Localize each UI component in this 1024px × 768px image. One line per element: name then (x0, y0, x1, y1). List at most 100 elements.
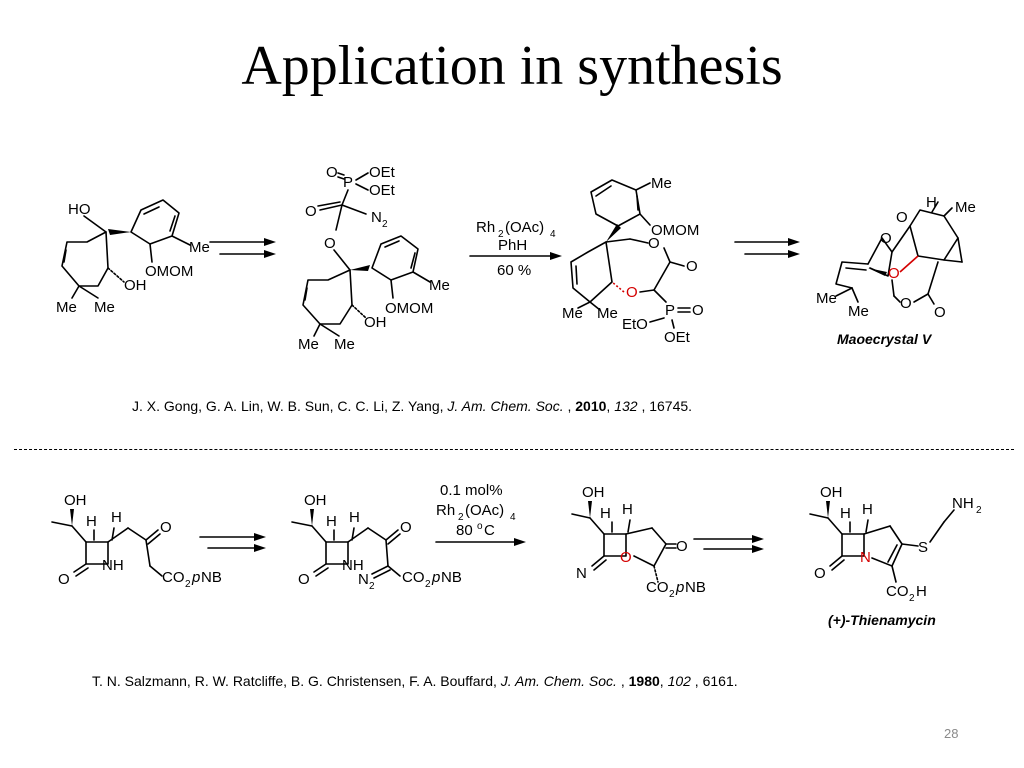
label: OEt (369, 164, 396, 181)
reference-top: J. X. Gong, G. A. Lin, W. B. Sun, C. C. … (132, 397, 692, 415)
ref-comma: , (659, 673, 668, 689)
label: P (343, 174, 353, 191)
condition: o (477, 521, 483, 532)
bottom-bicyclic-intermediate: OH H H O N O CO 2 p NB (571, 484, 706, 600)
label: O (326, 164, 338, 181)
label: O (305, 203, 317, 220)
label: 2 (669, 589, 675, 600)
ref-volume: 132 (614, 398, 638, 414)
label: H (349, 509, 360, 526)
ref-sep: , (563, 398, 576, 414)
label: NH (102, 557, 124, 574)
label: H (600, 505, 611, 522)
condition: (OAc) (505, 219, 544, 236)
label: OH (64, 492, 87, 509)
label: OH (124, 277, 147, 294)
label: O (58, 571, 70, 588)
label: NB (685, 579, 706, 596)
condition: 4 (550, 229, 556, 240)
ref-year: 1980 (628, 673, 660, 689)
ref-authors: J. X. Gong, G. A. Lin, W. B. Sun, C. C. … (132, 398, 448, 414)
label: H (326, 513, 337, 530)
condition: C (484, 522, 495, 539)
label: OMOM (651, 222, 699, 239)
label: H (86, 513, 97, 530)
label: Me (429, 277, 450, 294)
label: O (298, 571, 310, 588)
label: N (358, 571, 369, 588)
label: O (686, 258, 698, 275)
reaction-arrow (209, 238, 276, 258)
label: OMOM (145, 263, 193, 280)
label: O (880, 230, 892, 247)
bottom-reaction-conditions: 0.1 mol% Rh 2 (OAc) 4 80 o C (435, 482, 526, 546)
label: OH (304, 492, 327, 509)
label: H (916, 583, 927, 600)
top-reaction-conditions: Rh 2 (OAc) 4 PhH 60 % (469, 219, 562, 279)
ref-journal: J. Am. Chem. Soc. (447, 398, 564, 414)
section-divider (14, 449, 1014, 450)
label: O (626, 284, 638, 301)
condition: Rh (436, 502, 455, 519)
reference-bottom: T. N. Salzmann, R. W. Ratcliffe, B. G. C… (92, 672, 738, 690)
condition: 0.1 mol% (440, 482, 503, 499)
label: OH (364, 314, 387, 331)
label: CO (646, 579, 669, 596)
condition: 2 (458, 512, 464, 523)
label: EtO (622, 316, 648, 333)
label: Me (334, 336, 355, 353)
label: CO (162, 569, 185, 586)
label: HO (68, 201, 91, 218)
label: NB (201, 569, 222, 586)
label: S (918, 539, 928, 556)
label: p (191, 569, 200, 586)
label: O (900, 295, 912, 312)
ref-authors: T. N. Salzmann, R. W. Ratcliffe, B. G. C… (92, 673, 501, 689)
reaction-arrow (734, 238, 800, 258)
condition: 60 % (497, 262, 531, 279)
label: O (888, 265, 900, 282)
bottom-product-thienamycin: OH H H S NH 2 O N CO 2 H (+)-Thienamycin (809, 484, 982, 628)
label: H (840, 505, 851, 522)
ref-pages: , 16745. (637, 398, 693, 414)
label: O (324, 235, 336, 252)
top-intermediate-2: Me OMOM O O O P O EtO OEt Me Me (562, 175, 704, 346)
label: OH (820, 484, 843, 501)
top-starting-material: HO Me OMOM OH Me Me (56, 199, 210, 316)
label: Me (816, 290, 837, 307)
label: H (111, 509, 122, 526)
condition: PhH (498, 237, 527, 254)
condition: Rh (476, 219, 495, 236)
label: N (371, 209, 382, 226)
ref-year: 2010 (575, 398, 607, 414)
reaction-arrow (693, 535, 764, 553)
label: O (896, 209, 908, 226)
condition: 80 (456, 522, 473, 539)
label: O (814, 565, 826, 582)
label: O (400, 519, 412, 536)
label: O (692, 302, 704, 319)
ref-comma: , (606, 398, 615, 414)
label: Me (298, 336, 319, 353)
condition: (OAc) (465, 502, 504, 519)
ref-volume: 102 (667, 673, 691, 689)
slide-title: Application in synthesis (241, 35, 783, 97)
ref-journal: J. Am. Chem. Soc. (500, 673, 617, 689)
label: 2 (909, 593, 915, 604)
label: H (862, 501, 873, 518)
label: NH (342, 557, 364, 574)
reaction-arrow (199, 533, 266, 552)
label: O (934, 304, 946, 321)
label: H (926, 194, 937, 211)
label: Me (597, 305, 618, 322)
label: O (676, 538, 688, 555)
label: 2 (976, 505, 982, 516)
label: N (860, 549, 871, 566)
product-name: (+)-Thienamycin (828, 612, 936, 628)
label: 2 (185, 579, 191, 590)
bottom-starting-material: OH H H O O NH CO 2 p NB (51, 492, 222, 590)
bottom-diazo-intermediate: OH H H O O NH N 2 CO 2 p NB (291, 492, 462, 592)
label: O (648, 235, 660, 252)
label: NB (441, 569, 462, 586)
